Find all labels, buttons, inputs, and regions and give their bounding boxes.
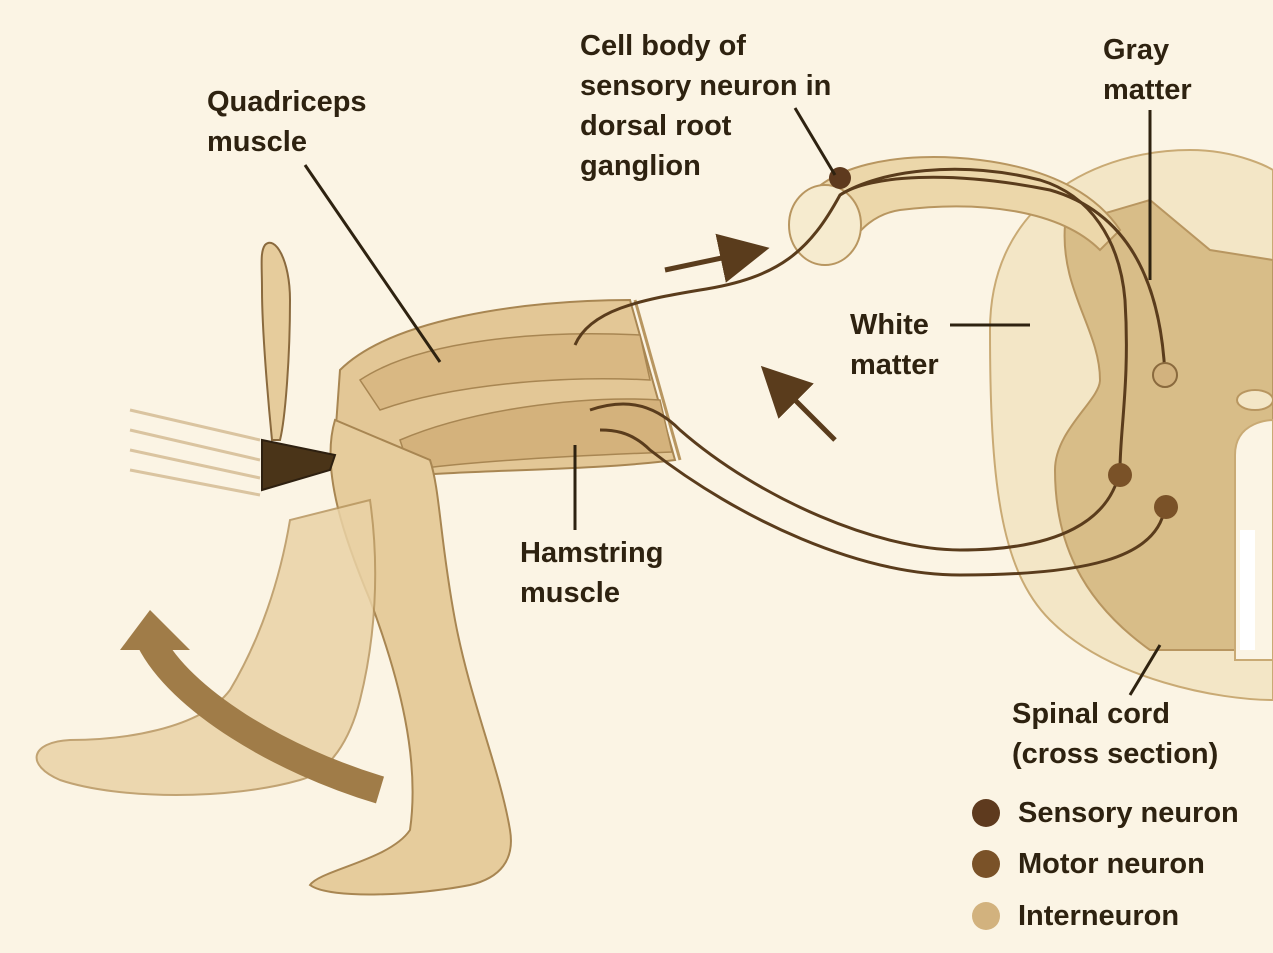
white-matter-label-line-2: matter	[850, 345, 939, 385]
quadriceps-muscle-label: Quadriceps muscle	[207, 82, 367, 162]
legend-label-sensory-neuron: Sensory neuron	[1018, 797, 1239, 830]
legend-label-interneuron: Interneuron	[1018, 900, 1179, 933]
spinal-cord-label: Spinal cord (cross section)	[1012, 694, 1218, 774]
white-matter-label-line-1: White	[850, 305, 939, 345]
quadriceps-label-line-1: Quadriceps	[207, 82, 367, 122]
legend-item-sensory-neuron: Sensory neuron	[972, 793, 1239, 833]
spinal-cord-cross-section	[990, 150, 1273, 700]
motor-neuron-cell-body-1	[1108, 463, 1132, 487]
hamstring-label-line-1: Hamstring	[520, 533, 663, 573]
hamstring-label-line-2: muscle	[520, 573, 663, 613]
legend-label-motor-neuron: Motor neuron	[1018, 848, 1205, 881]
gray-matter-label-line-1: Gray	[1103, 30, 1192, 70]
efferent-signal-arrow	[775, 380, 835, 440]
motor-neuron-cell-body-2	[1154, 495, 1178, 519]
cell-body-label: Cell body of sensory neuron in dorsal ro…	[580, 26, 831, 186]
motor-neuron-swatch	[972, 850, 1000, 878]
spinal-cord-label-line-1: Spinal cord	[1012, 694, 1218, 734]
legend-item-interneuron: Interneuron	[972, 896, 1179, 936]
hamstring-muscle-label: Hamstring muscle	[520, 533, 663, 613]
lower-leg	[37, 420, 511, 894]
sensory-neuron-swatch	[972, 799, 1000, 827]
interneuron-cell-body	[1153, 363, 1177, 387]
spinal-cord-label-line-2: (cross section)	[1012, 734, 1218, 774]
gray-matter-label: Gray matter	[1103, 30, 1192, 110]
cell-body-label-line-1: Cell body of	[580, 26, 831, 66]
afferent-signal-arrow	[665, 252, 750, 270]
interneuron-swatch	[972, 902, 1000, 930]
white-matter-label: White matter	[850, 305, 939, 385]
reflex-hammer	[130, 243, 335, 495]
cell-body-label-line-3: dorsal root	[580, 106, 831, 146]
legend-item-motor-neuron: Motor neuron	[972, 844, 1205, 884]
cell-body-label-line-2: sensory neuron in	[580, 66, 831, 106]
gray-matter-label-line-2: matter	[1103, 70, 1192, 110]
quadriceps-label-line-2: muscle	[207, 122, 367, 162]
cell-body-label-line-4: ganglion	[580, 146, 831, 186]
quadriceps-leader-line	[305, 165, 440, 362]
